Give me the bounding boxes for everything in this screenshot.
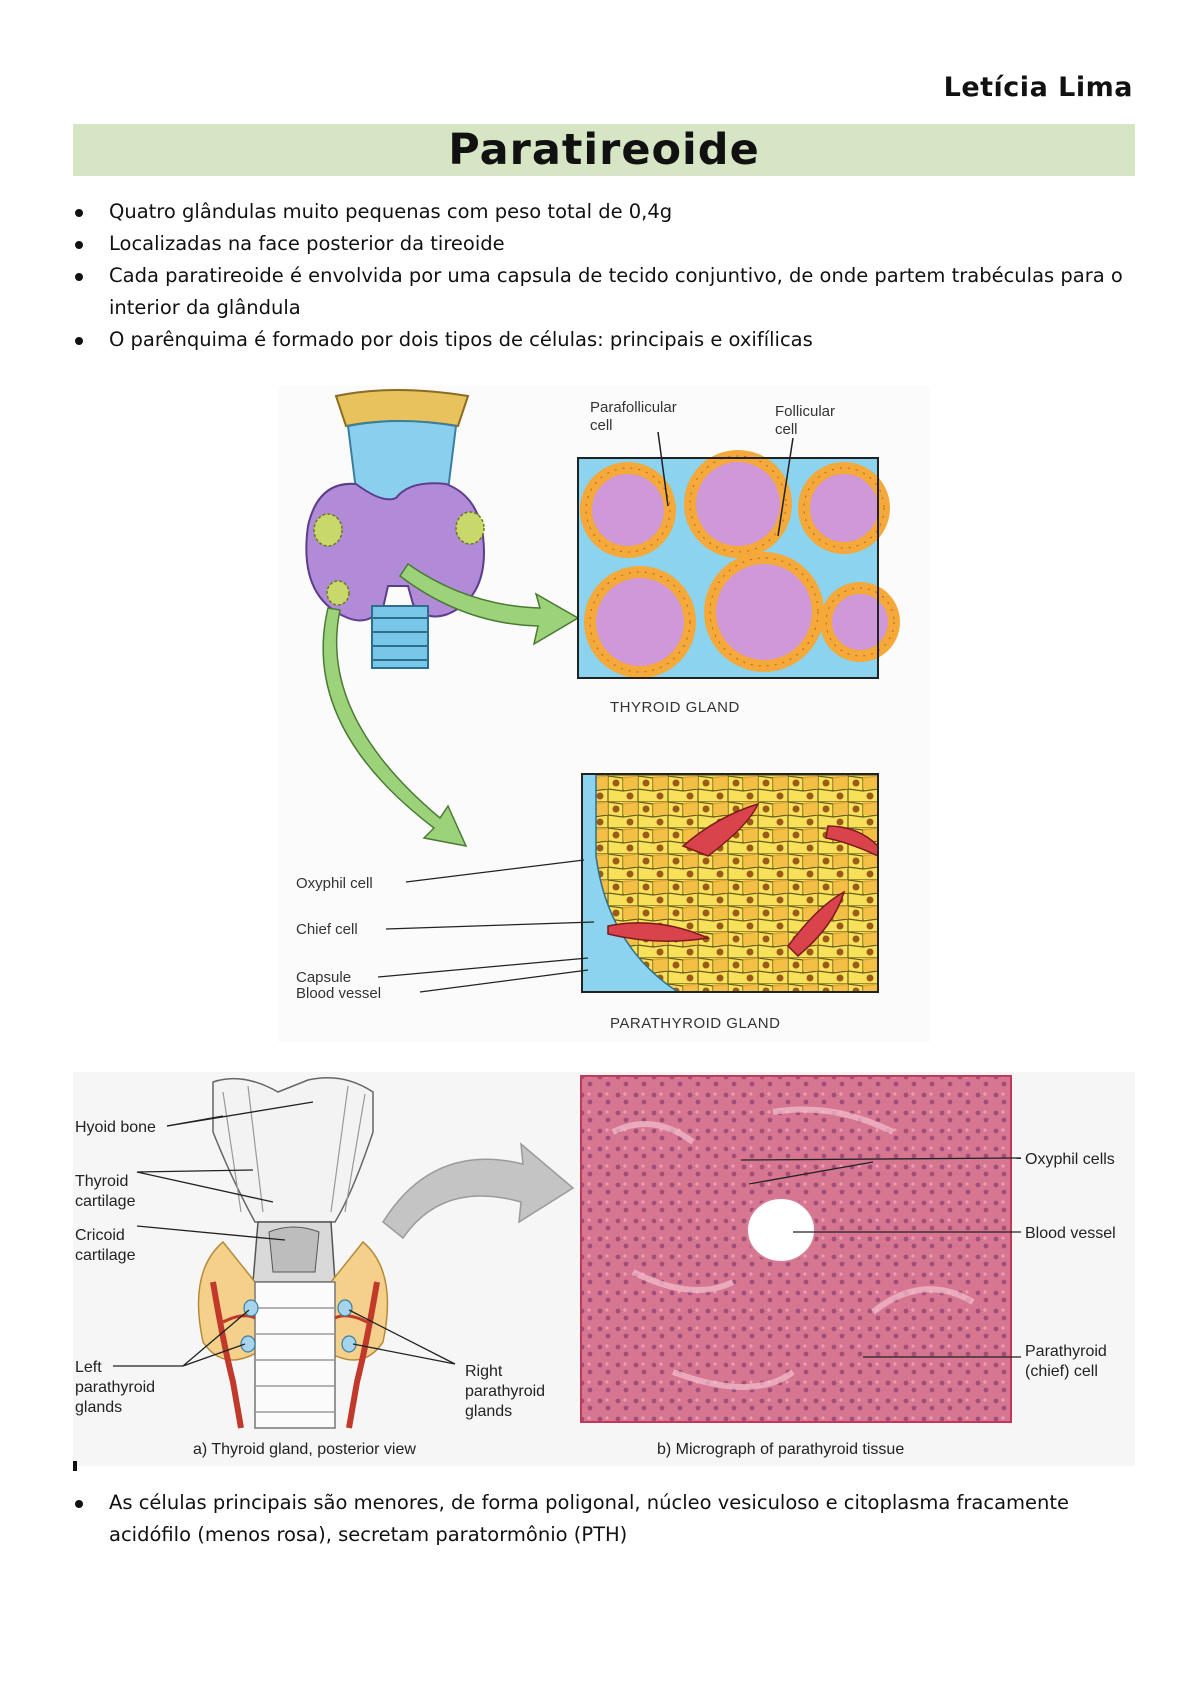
caption-micrograph: b) Micrograph of parathyroid tissue bbox=[657, 1441, 904, 1458]
label-cricoid-cartilage: Cricoid bbox=[75, 1227, 125, 1244]
caption-posterior-view: a) Thyroid gland, posterior view bbox=[193, 1441, 416, 1458]
label-thyroid-cartilage: Thyroid bbox=[75, 1173, 128, 1190]
label-thyroid-cartilage-2: cartilage bbox=[75, 1193, 136, 1210]
label-parafollicular-2: cell bbox=[590, 417, 613, 434]
bullet-list-bottom: As células principais são menores, de fo… bbox=[73, 1487, 1135, 1551]
arrow-to-micrograph-icon bbox=[382, 1142, 575, 1240]
title-bar: Paratireoide bbox=[73, 124, 1135, 176]
arrow-to-parathyroid-icon bbox=[322, 607, 468, 848]
list-item: Cada paratireoide é envolvida por uma ca… bbox=[73, 260, 1135, 324]
label-left-parathyroid: Left bbox=[75, 1359, 102, 1376]
label-parafollicular: Parafollicular bbox=[590, 399, 677, 416]
bullet-icon bbox=[75, 209, 83, 217]
label-chief-cell: Chief cell bbox=[296, 921, 358, 938]
bullet-icon bbox=[75, 273, 83, 281]
label-follicular: Follicular bbox=[775, 403, 835, 420]
parathyroid-gland-caption: PARATHYROID GLAND bbox=[610, 1015, 780, 1032]
label-oxyphil-cell: Oxyphil cell bbox=[296, 875, 373, 892]
list-item: Quatro glândulas muito pequenas com peso… bbox=[73, 196, 1135, 228]
thyroid-histology bbox=[577, 431, 900, 679]
arrow-to-thyroid-icon bbox=[398, 562, 580, 646]
bullet-icon bbox=[75, 337, 83, 345]
parathyroid-posterior-and-micrograph: Hyoid bone Thyroid cartilage Cricoid car… bbox=[73, 1072, 1135, 1466]
label-right-parathyroid-2: parathyroid bbox=[465, 1383, 545, 1400]
label-cricoid-cartilage-2: cartilage bbox=[75, 1247, 136, 1264]
label-chief-cell-micrograph: Parathyroid bbox=[1025, 1343, 1107, 1360]
label-left-parathyroid-3: glands bbox=[75, 1399, 122, 1416]
list-item: Localizadas na face posterior da tireoid… bbox=[73, 228, 1135, 260]
label-right-parathyroid: Right bbox=[465, 1363, 503, 1380]
parathyroid-histology bbox=[377, 773, 879, 993]
label-blood-vessel: Blood vessel bbox=[296, 985, 381, 1002]
bullet-icon bbox=[75, 1500, 83, 1508]
label-oxyphil-cells: Oxyphil cells bbox=[1025, 1151, 1115, 1168]
label-left-parathyroid-2: parathyroid bbox=[75, 1379, 155, 1396]
thyroid-illustration bbox=[305, 389, 485, 669]
page-title: Paratireoide bbox=[448, 125, 760, 175]
label-hyoid-bone: Hyoid bone bbox=[75, 1119, 156, 1136]
parathyroid-micrograph bbox=[580, 1075, 1022, 1423]
list-item: As células principais são menores, de fo… bbox=[73, 1487, 1135, 1551]
list-item: O parênquima é formado por dois tipos de… bbox=[73, 324, 1135, 356]
label-micrograph-blood-vessel: Blood vessel bbox=[1025, 1225, 1116, 1242]
thyroid-parathyroid-diagram: Parafollicular cell Follicular cell THYR… bbox=[278, 386, 930, 1042]
label-follicular-2: cell bbox=[775, 421, 798, 438]
thyroid-gland-caption: THYROID GLAND bbox=[610, 699, 740, 716]
posterior-view-illustration bbox=[113, 1077, 456, 1429]
bullet-icon bbox=[75, 241, 83, 249]
label-capsule: Capsule bbox=[296, 969, 351, 986]
author-name: Letícia Lima bbox=[943, 72, 1133, 103]
bullet-list-top: Quatro glândulas muito pequenas com peso… bbox=[73, 196, 1135, 356]
text-cursor bbox=[73, 1461, 77, 1471]
label-right-parathyroid-3: glands bbox=[465, 1403, 512, 1420]
label-chief-cell-micrograph-2: (chief) cell bbox=[1025, 1363, 1098, 1380]
